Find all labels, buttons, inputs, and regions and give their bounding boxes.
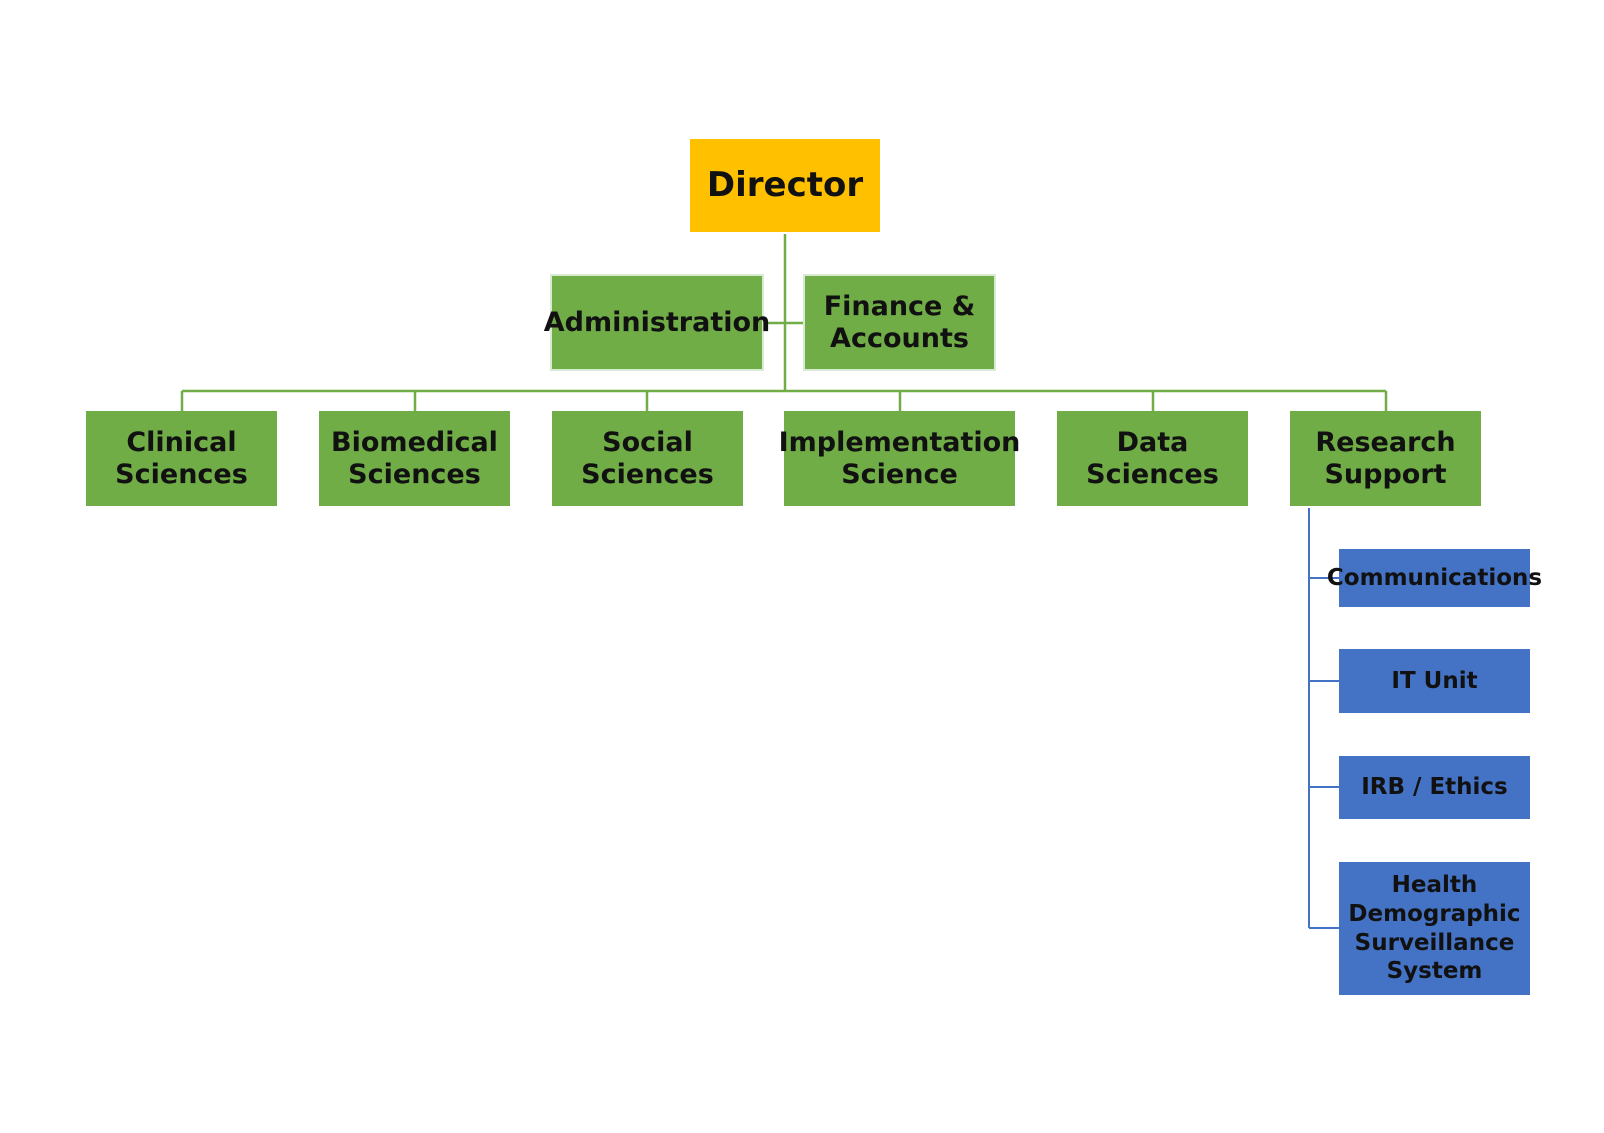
it-unit-box: IT Unit [1339, 649, 1530, 713]
director-box: Director [690, 139, 880, 232]
communications-box: Communications [1327, 549, 1542, 607]
irb-ethics-box: IRB / Ethics [1339, 756, 1530, 819]
administration-box: Administration [544, 274, 770, 371]
director-label: Director [706, 164, 864, 205]
finance-accounts-box: Finance &Accounts [803, 274, 996, 371]
it-unit-label: IT Unit [1391, 667, 1478, 694]
communications-label: Communications [1326, 564, 1543, 591]
administration-label: Administration [543, 306, 771, 338]
finance-accounts-label: Finance &Accounts [823, 291, 976, 354]
irb-ethics-label: IRB / Ethics [1361, 774, 1508, 801]
